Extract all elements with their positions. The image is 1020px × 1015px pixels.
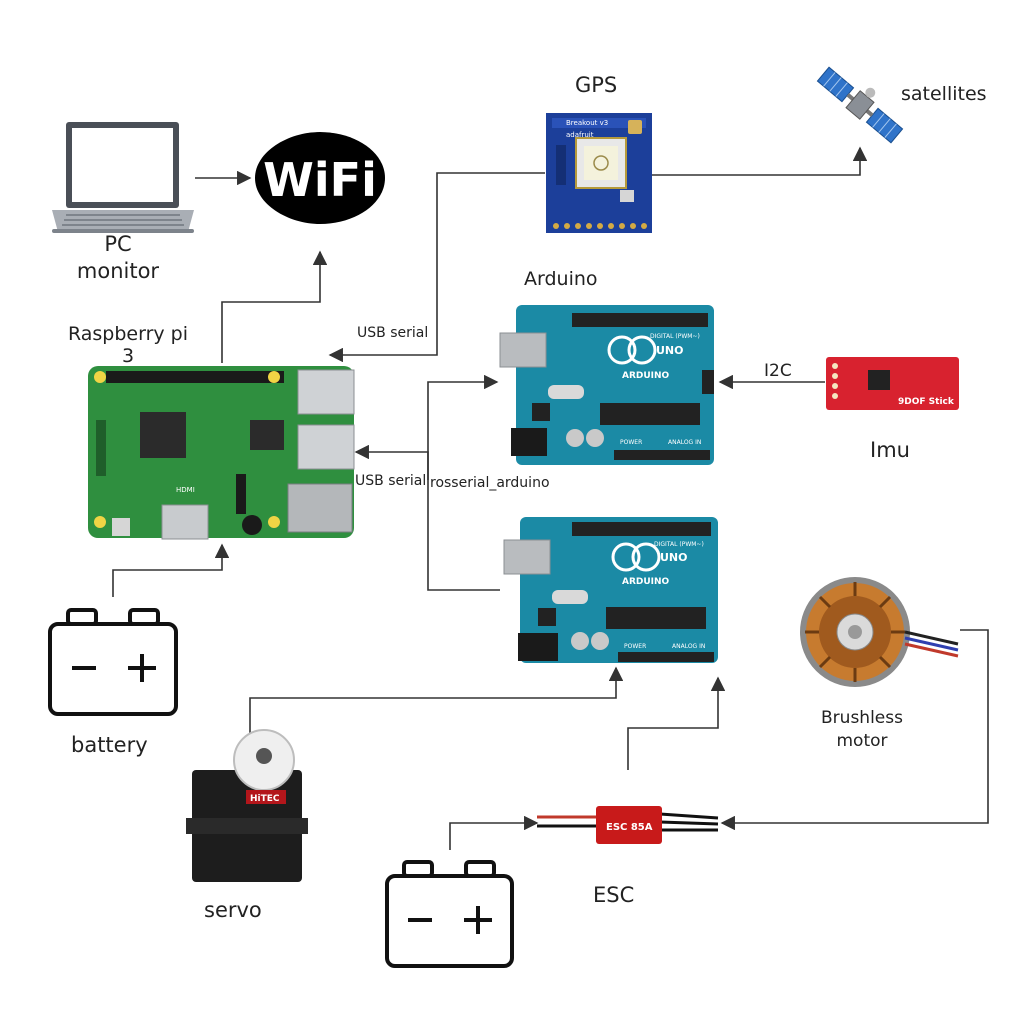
rpi-label-line1: Raspberry pi (67, 323, 189, 345)
imu-board-image: 9DOF Stick (826, 357, 959, 410)
arduino-bottom-to-rpi-arrow (354, 444, 500, 591)
svg-text:adafruit: adafruit (566, 131, 594, 139)
usb-serial-bottom-label: USB serial (355, 473, 427, 489)
svg-text:DIGITAL (PWM~): DIGITAL (PWM~) (650, 333, 700, 340)
svg-text:HiTEC: HiTEC (250, 794, 280, 804)
svg-text:Breakout v3: Breakout v3 (566, 119, 608, 127)
esc-image: ESC 85A (537, 806, 719, 844)
gps-to-rpi-usb-arrow (328, 172, 545, 363)
gps-board-image: Breakout v3 adafruit (546, 113, 652, 233)
usb-serial-top-label: USB serial (357, 325, 429, 341)
pc-label-line2: monitor (76, 259, 160, 283)
gps-to-satellites-arrow (652, 146, 868, 176)
imu-label: Imu (870, 438, 910, 462)
wifi-icon: WiFi (255, 129, 385, 224)
svg-text:ANALOG IN: ANALOG IN (668, 439, 701, 446)
esc-to-arduino-arrow (627, 676, 726, 770)
servo-label: servo (204, 898, 262, 922)
battery-label: battery (71, 733, 148, 757)
arduino-top-board-image: ARDUINO UNO DIGITAL (PWM~) POWER ANALOG … (499, 305, 714, 465)
i2c-label: I2C (764, 361, 792, 381)
rpi-to-wifi-arrow (221, 250, 328, 363)
svg-text:9DOF Stick: 9DOF Stick (898, 397, 955, 407)
laptop-icon (52, 122, 194, 233)
battery-to-rpi-arrow (112, 543, 230, 597)
svg-text:ANALOG IN: ANALOG IN (672, 643, 705, 650)
battery2-to-esc-arrow (449, 815, 539, 850)
servo-image: HiTEC (186, 729, 308, 882)
rosserial-label: rosserial_arduino (430, 475, 550, 491)
brushless-label-line1: Brushless (821, 708, 903, 728)
svg-text:ARDUINO: ARDUINO (622, 577, 670, 587)
svg-text:ESC 85A: ESC 85A (606, 822, 653, 833)
battery-icon (48, 608, 178, 716)
svg-text:ARDUINO: ARDUINO (622, 371, 670, 381)
pc-label-line1: PC (104, 232, 132, 256)
motor-to-esc-arrow (720, 629, 989, 831)
esc-label: ESC (593, 883, 635, 907)
svg-text:UNO: UNO (656, 344, 684, 357)
arduino-label: Arduino (524, 268, 598, 290)
svg-text:HDMI: HDMI (176, 486, 195, 494)
svg-text:UNO: UNO (660, 551, 688, 564)
svg-text:POWER: POWER (620, 439, 642, 446)
raspberry-pi-board-image: HDMI (88, 366, 355, 540)
servo-to-arduino-arrow (249, 666, 624, 733)
satellites-label: satellites (901, 83, 987, 105)
svg-text:DIGITAL (PWM~): DIGITAL (PWM~) (654, 541, 704, 548)
brushless-label-line2: motor (836, 731, 888, 751)
rpi-to-arduino-top-arrow (427, 374, 499, 480)
svg-text:POWER: POWER (624, 643, 646, 650)
svg-text:WiFi: WiFi (263, 153, 377, 207)
gps-label: GPS (575, 73, 618, 97)
connectors (112, 146, 989, 850)
brushless-motor-image (800, 577, 959, 687)
rpi-label-line2: 3 (121, 345, 135, 367)
esc-battery-icon (385, 860, 514, 968)
arduino-bottom-board-image: ARDUINO UNO DIGITAL (PWM~) POWER ANALOG … (503, 517, 718, 663)
satellite-icon (816, 66, 904, 144)
